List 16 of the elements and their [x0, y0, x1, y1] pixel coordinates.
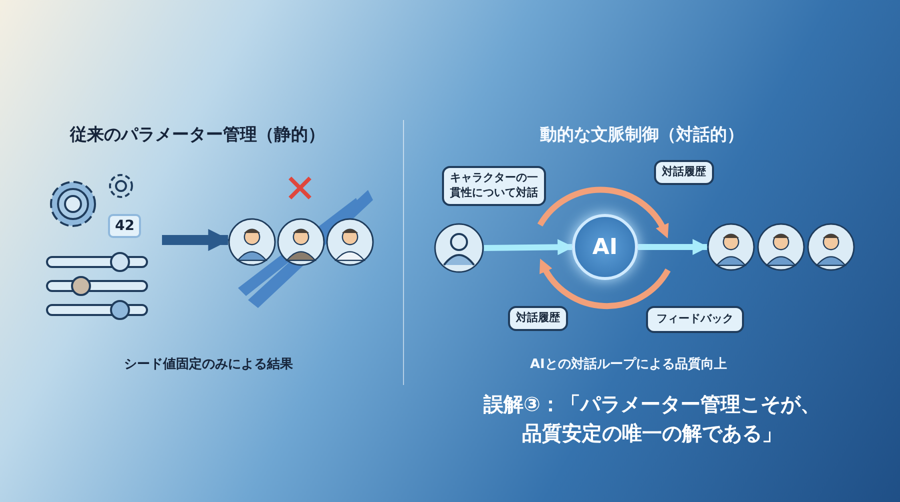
arrow: [162, 229, 230, 251]
seed-value: 42: [108, 214, 142, 238]
speech-bubble: 対話履歴: [654, 160, 714, 185]
speech-bubble: キャラクターの一貫性について対話: [442, 166, 546, 206]
speech-bubble: 対話履歴: [508, 306, 568, 331]
user-avatar: [434, 223, 484, 273]
ai-circle: AI: [572, 214, 638, 280]
speech-bubble: フィードバック: [646, 306, 744, 333]
caption-text: シード値固定のみによる結果: [124, 356, 293, 373]
caption-text: AIとの対話ループによる品質向上: [530, 356, 727, 373]
avatars-drawing: [707, 222, 855, 272]
section-heading: 従来のパラメーター管理（静的）: [70, 124, 325, 146]
arrow: [484, 239, 574, 256]
arrow: [638, 239, 709, 255]
misconception-statement: 誤解③：「パラメーター管理こそが、品質安定の唯一の解である」: [482, 391, 822, 447]
section-heading: 動的な文脈制御（対話的）: [540, 124, 744, 146]
